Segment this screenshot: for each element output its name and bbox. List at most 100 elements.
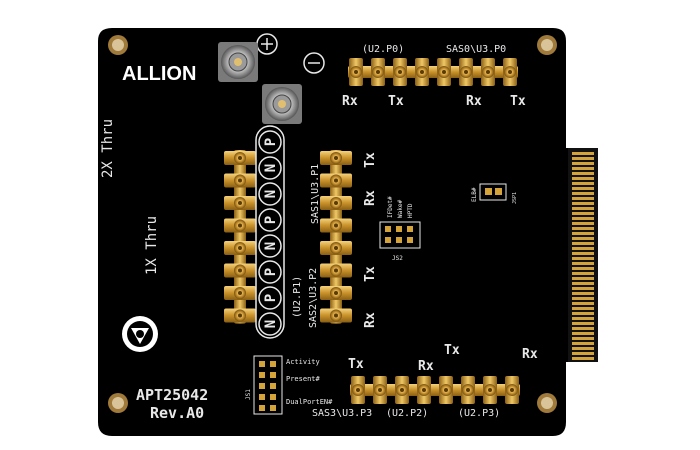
jumper-pin[interactable] xyxy=(259,383,265,389)
top-label-u2: (U2.P0) xyxy=(362,44,404,55)
mounting-holes xyxy=(108,35,557,413)
js2-ref: JS2 xyxy=(392,255,403,262)
jumper-pin[interactable] xyxy=(385,237,391,243)
js2-label: IFDet# xyxy=(387,196,394,218)
edge-finger xyxy=(572,257,594,260)
edge-finger xyxy=(572,347,594,350)
middle-label-u2p1: (U2.P1) xyxy=(292,276,303,318)
polarity-column: P N N P N P P N xyxy=(255,125,285,339)
compliance-seal-icon xyxy=(122,316,158,352)
board-revision: Rev.A0 xyxy=(150,404,204,422)
middle-connector-labels: SAS1\U3.P1 (U2.P1) SAS2\U3.P2 Tx Rx Tx R… xyxy=(292,152,378,328)
edge-finger xyxy=(572,272,594,275)
edge-finger xyxy=(572,247,594,250)
bottom-sma-connector-row: Tx Rx Tx Rx SAS3\U3.P3 (U2.P2) (U2.P3) xyxy=(312,343,538,419)
top-pin-label: Tx xyxy=(510,94,526,109)
jumper-pin[interactable] xyxy=(259,405,265,411)
js1-ref: JS1 xyxy=(245,389,252,400)
polarity-label: N xyxy=(263,190,279,198)
edge-finger xyxy=(572,302,594,305)
top-label-sas: SAS0\U3.P0 xyxy=(446,44,506,55)
polarity-label: P xyxy=(263,294,279,302)
polarity-label: P xyxy=(263,138,279,146)
edge-finger xyxy=(572,312,594,315)
bottom-pin-label: Rx xyxy=(418,359,434,374)
polarity-label: N xyxy=(263,164,279,172)
js1-label: Present# xyxy=(286,375,321,383)
edge-finger xyxy=(572,297,594,300)
jumper-pin[interactable] xyxy=(407,226,413,232)
bottom-label-u2p3: (U2.P3) xyxy=(458,408,500,419)
edge-finger xyxy=(572,237,594,240)
js2-label: HPTD xyxy=(407,203,414,218)
edge-finger xyxy=(572,152,594,155)
jumper-pin[interactable] xyxy=(407,237,413,243)
jumper-pin[interactable] xyxy=(396,237,402,243)
edge-finger xyxy=(572,357,594,360)
top-pin-label: Tx xyxy=(388,94,404,109)
edge-finger xyxy=(572,162,594,165)
jumper-pin[interactable] xyxy=(270,372,276,378)
polarity-label: P xyxy=(263,268,279,276)
jumper-pin[interactable] xyxy=(259,361,265,367)
edge-finger xyxy=(572,292,594,295)
top-pin-label: Rx xyxy=(342,94,358,109)
board-model: APT25042 xyxy=(136,386,208,404)
bottom-pin-label: Tx xyxy=(348,357,364,372)
jumper-pin[interactable] xyxy=(259,372,265,378)
middle-label-lower: SAS2\U3.P2 xyxy=(308,268,319,328)
middle-label-upper: SAS1\U3.P1 xyxy=(310,164,321,224)
edge-finger xyxy=(572,327,594,330)
bottom-pin-label: Tx xyxy=(444,343,460,358)
js1-label: DualPortEN# xyxy=(286,398,333,406)
edge-finger xyxy=(572,277,594,280)
top-pin-label: Rx xyxy=(466,94,482,109)
jumper-pin[interactable] xyxy=(259,394,265,400)
edge-finger xyxy=(572,207,594,210)
top-sma-connector-row: (U2.P0) SAS0\U3.P0 Rx Tx Rx Tx xyxy=(342,44,526,109)
edge-finger xyxy=(572,167,594,170)
edge-finger xyxy=(572,337,594,340)
middle-pin-label: Rx xyxy=(363,312,378,328)
jumper-pin[interactable] xyxy=(270,383,276,389)
edge-finger xyxy=(572,282,594,285)
jumper-js2[interactable]: IFDet# Wake# HPTD JS2 xyxy=(379,196,421,262)
edge-finger xyxy=(572,227,594,230)
jumper-js1[interactable]: JS1 Activity Present# DualPortEN# xyxy=(245,355,333,415)
bnc-connector-minus[interactable] xyxy=(262,84,302,124)
edge-finger xyxy=(572,332,594,335)
bottom-label-sas: SAS3\U3.P3 xyxy=(312,408,372,419)
edge-finger xyxy=(572,232,594,235)
jsp1-ref: JSP1 xyxy=(512,192,518,204)
jsp1-label: ELB# xyxy=(471,187,478,202)
edge-finger xyxy=(572,307,594,310)
edge-finger xyxy=(572,157,594,160)
edge-finger xyxy=(572,267,594,270)
edge-finger xyxy=(572,182,594,185)
middle-pin-label: Tx xyxy=(363,266,378,282)
polarity-label: P xyxy=(263,216,279,224)
js2-label: Wake# xyxy=(397,200,404,218)
edge-finger xyxy=(572,197,594,200)
edge-finger xyxy=(572,212,594,215)
jumper-pin[interactable] xyxy=(396,226,402,232)
jumper-pin[interactable] xyxy=(270,394,276,400)
edge-finger xyxy=(572,177,594,180)
middle-pin-label: Tx xyxy=(363,152,378,168)
polarity-label: N xyxy=(263,320,279,328)
js1-label: Activity xyxy=(286,358,320,366)
jumper-pin[interactable] xyxy=(385,226,391,232)
bnc-connector-plus[interactable] xyxy=(218,42,258,82)
allion-logo: ALLION xyxy=(122,63,196,85)
jumper-jsp1[interactable]: ELB# JSP1 xyxy=(471,183,518,204)
edge-finger xyxy=(572,342,594,345)
edge-finger xyxy=(572,217,594,220)
jumper-pin[interactable] xyxy=(270,405,276,411)
bottom-label-u2p2: (U2.P2) xyxy=(386,408,428,419)
label-2x-thru: 2X Thru xyxy=(100,119,116,178)
edge-finger xyxy=(572,252,594,255)
jumper-pin[interactable] xyxy=(270,361,276,367)
polarity-label: N xyxy=(263,242,279,250)
bottom-pin-label: Rx xyxy=(522,347,538,362)
